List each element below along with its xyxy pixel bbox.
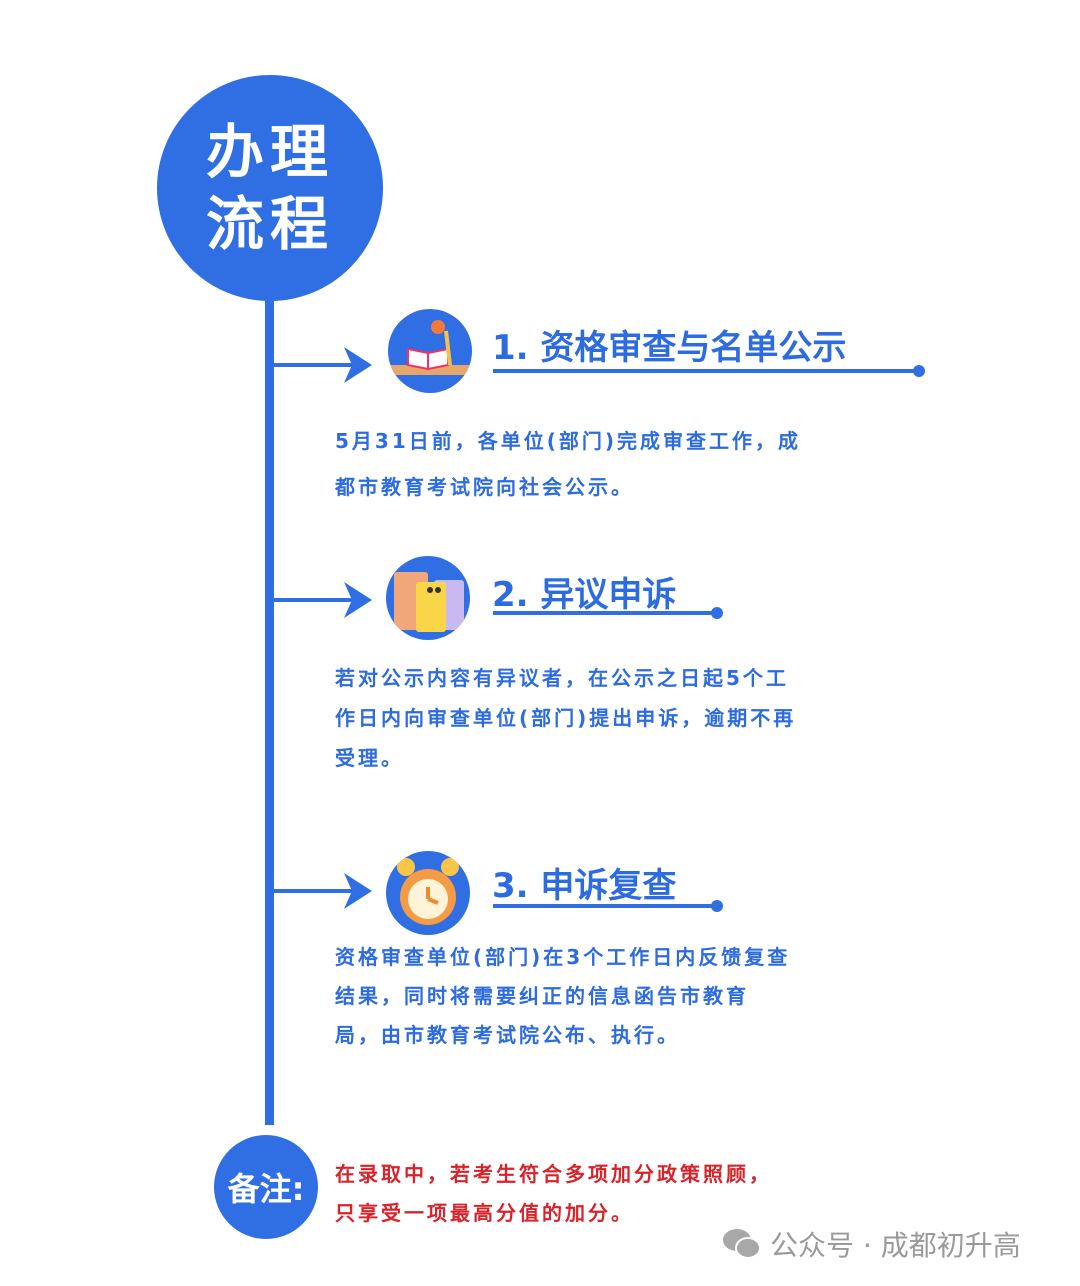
step-2-description: 若对公示内容有异议者，在公示之日起5个工 作日内向审查单位(部门)提出申诉，逾期…: [335, 658, 825, 778]
step-1-underline: [493, 365, 925, 377]
text-line: 资格审查单位(部门)在3个工作日内反馈复查: [335, 945, 791, 969]
step-3-description: 资格审查单位(部门)在3个工作日内反馈复查 结果，同时将需要纠正的信息函告市教育…: [335, 938, 825, 1055]
watermark-text: 公众号 · 成都初升高: [770, 1229, 1021, 1262]
text-line: 作日内向审查单位(部门)提出申诉，逾期不再: [335, 706, 797, 730]
text-line: 若对公示内容有异议者，在公示之日起5个工: [335, 666, 789, 690]
title-line-1: 办理: [205, 118, 334, 186]
step-1-title: 1. 资格审查与名单公示: [492, 328, 847, 368]
text-line: 在录取中，若考生符合多项加分政策照顾，: [335, 1162, 772, 1186]
note-text: 在录取中，若考生符合多项加分政策照顾， 只享受一项最高分值的加分。: [335, 1155, 772, 1233]
documents-icon: [386, 556, 470, 640]
note-badge: 备注:: [214, 1135, 318, 1239]
watermark: 公众号 · 成都初升高: [722, 1224, 1021, 1264]
step-1-description: 5月31日前，各单位(部门)完成审查工作，成 都市教育考试院向社会公示。: [335, 418, 825, 510]
text-line: 5月31日前，各单位(部门)完成审查工作，成: [335, 429, 802, 453]
book-lamp-icon: [388, 309, 472, 393]
step-2-title: 2. 异议申诉: [492, 575, 677, 615]
alarm-clock-icon: [386, 851, 470, 935]
title-line-2: 流程: [205, 190, 334, 258]
step-2-underline: [493, 607, 723, 619]
text-line: 受理。: [335, 746, 404, 770]
text-line: 局，由市教育考试院公布、执行。: [335, 1023, 680, 1047]
step-3-title: 3. 申诉复查: [492, 866, 677, 906]
text-line: 只享受一项最高分值的加分。: [335, 1201, 634, 1225]
process-title-badge: 办理 流程: [157, 75, 383, 301]
note-label: 备注:: [227, 1170, 305, 1208]
arrow-icon: [274, 582, 372, 618]
arrow-icon: [274, 347, 372, 383]
arrow-icon: [274, 873, 372, 909]
step-3-underline: [493, 900, 723, 912]
text-line: 都市教育考试院向社会公示。: [335, 475, 634, 499]
wechat-icon: [723, 1229, 761, 1259]
text-line: 结果，同时将需要纠正的信息函告市教育: [335, 984, 749, 1008]
timeline-line: [265, 290, 274, 1125]
